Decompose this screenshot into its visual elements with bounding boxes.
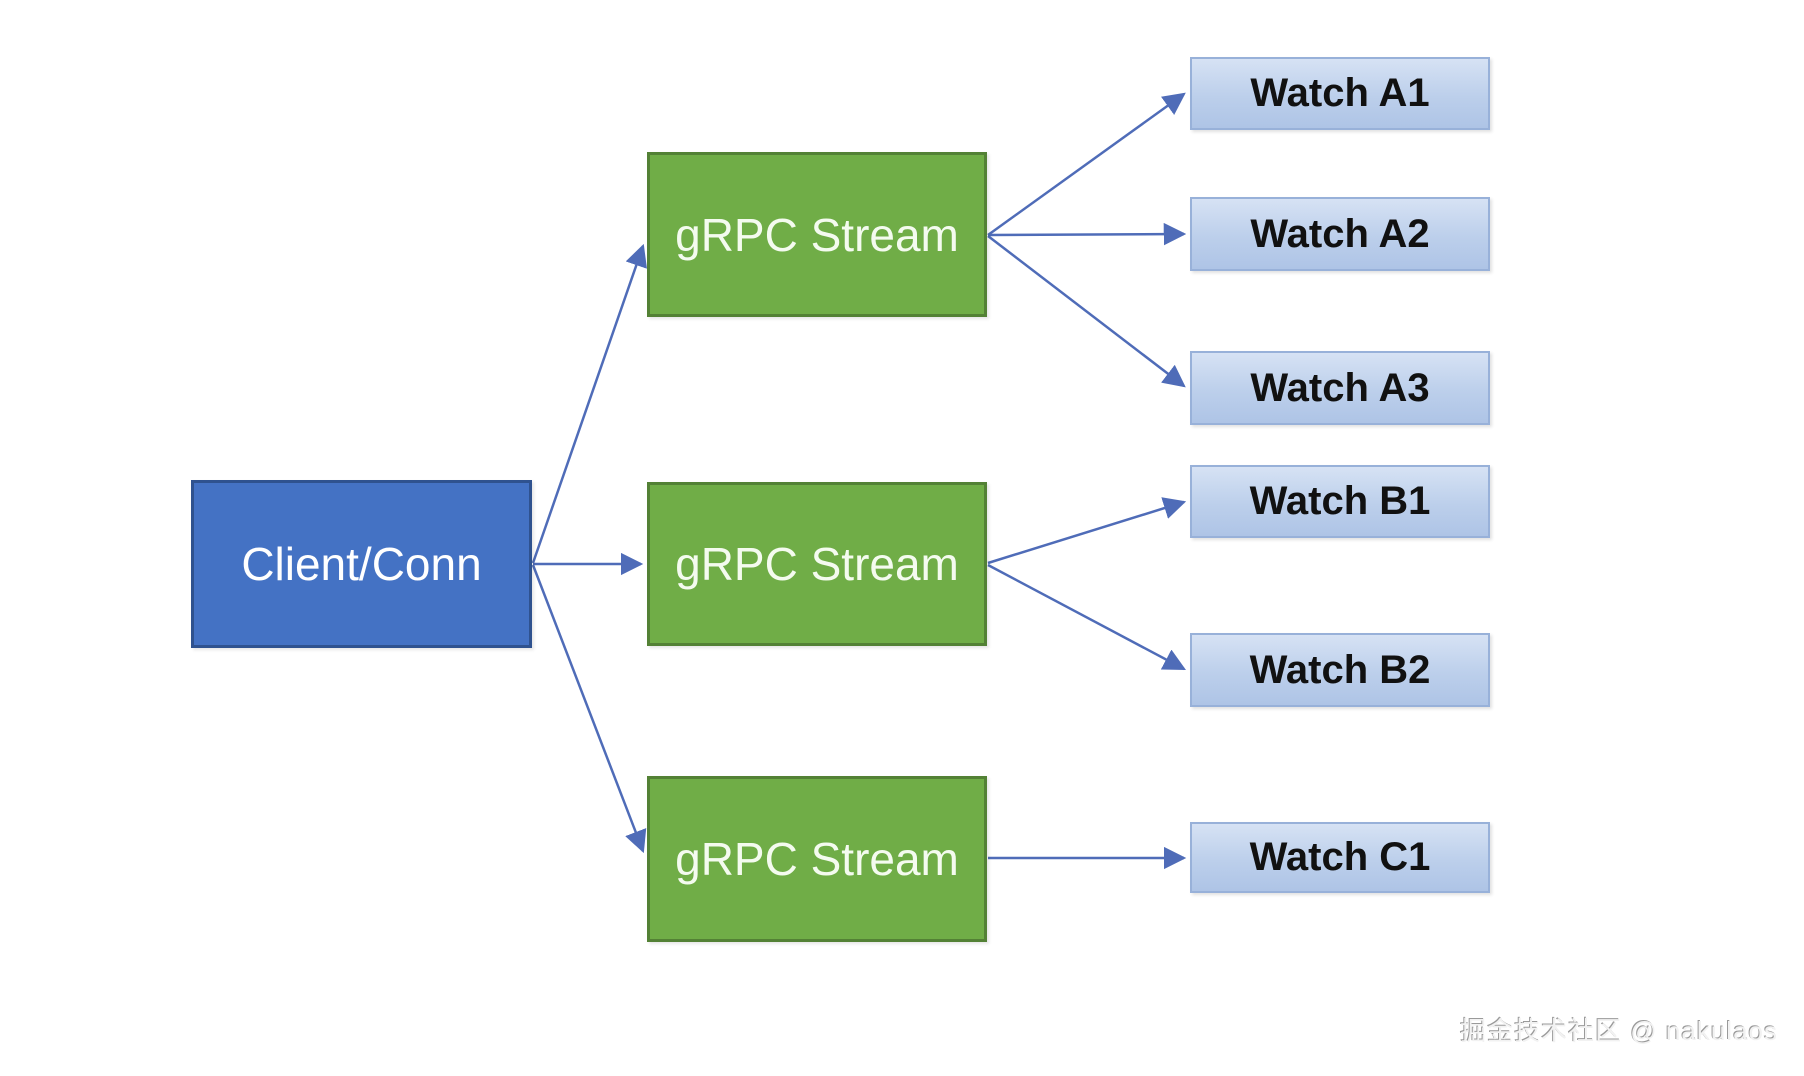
grpc-stream-node-3: gRPC Stream <box>647 776 987 942</box>
grpc-stream-node-1: gRPC Stream <box>647 152 987 317</box>
edge-stream2-watch-b2 <box>987 563 1186 671</box>
edge-stream1-watch-a1 <box>987 92 1186 237</box>
grpc-stream-node-2: gRPC Stream <box>647 482 987 646</box>
watch-b2-node: Watch B2 <box>1190 633 1490 707</box>
watch-a2-node: Watch A2 <box>1190 197 1490 271</box>
edge-client-stream3 <box>531 564 647 854</box>
watch-b1-node: Watch B1 <box>1190 465 1490 538</box>
edge-client-stream1 <box>531 243 647 564</box>
edge-stream1-watch-a2 <box>987 222 1187 246</box>
client-conn-node: Client/Conn <box>191 480 532 648</box>
watch-a1-node: Watch A1 <box>1190 57 1490 130</box>
watch-a3-node: Watch A3 <box>1190 351 1490 425</box>
watch-c1-node: Watch C1 <box>1190 822 1490 893</box>
edge-stream2-watch-b1 <box>987 497 1187 565</box>
watermark-text: 掘金技术社区 @ nakulaos <box>1460 1016 1778 1046</box>
edge-stream1-watch-a3 <box>987 235 1186 388</box>
